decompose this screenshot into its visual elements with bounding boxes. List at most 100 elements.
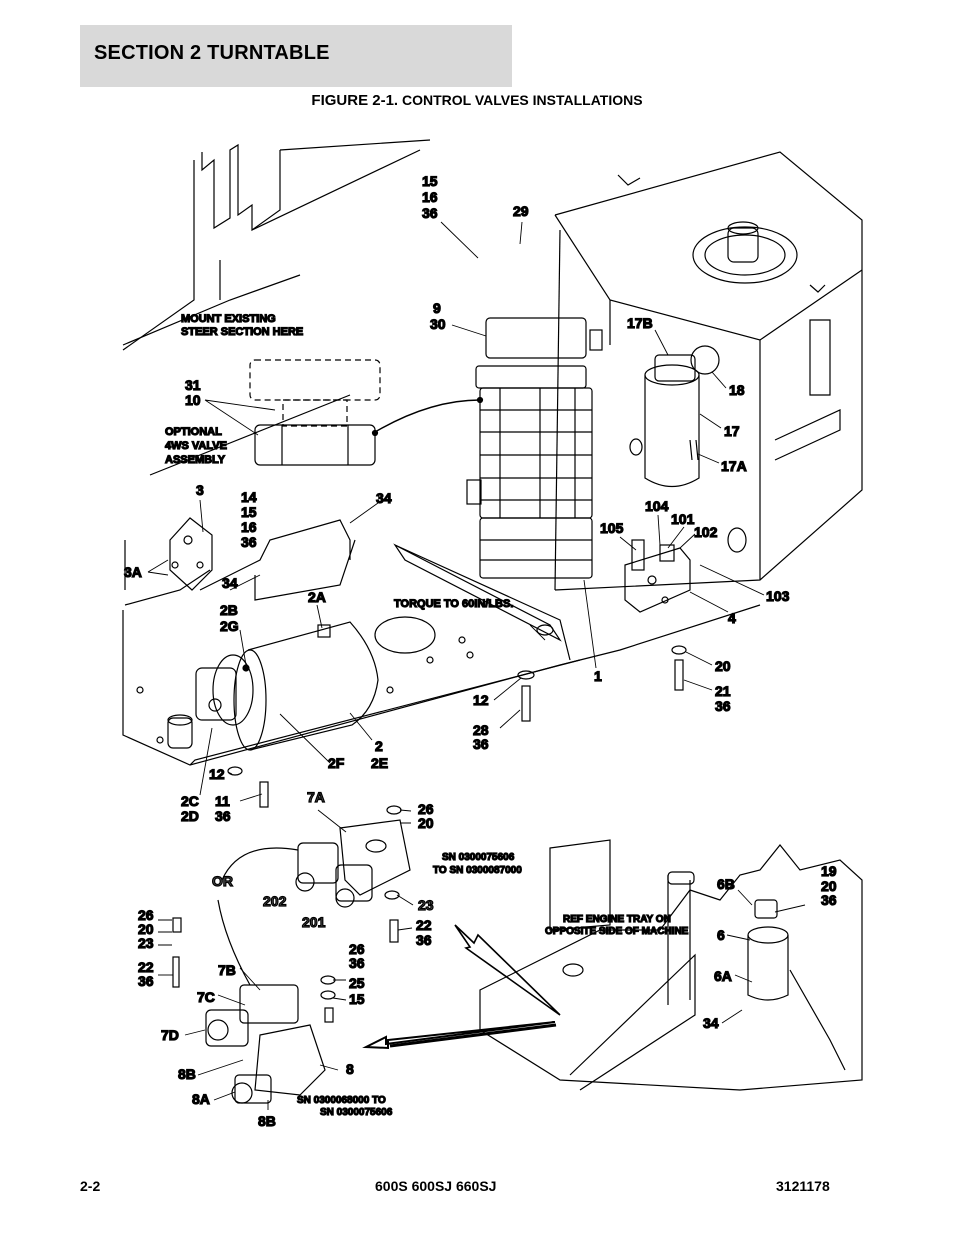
hardware: [227, 645, 687, 808]
callout-1: 1: [594, 668, 602, 684]
leader-lines: [147, 221, 806, 1110]
callout-8a: 8A: [192, 1091, 210, 1107]
callout-11: 11: [215, 793, 230, 809]
callout-16b: 16: [241, 519, 257, 535]
callout-29: 29: [513, 203, 529, 219]
callout-2b: 2B: [220, 602, 238, 618]
callout-2d: 2D: [181, 808, 199, 824]
callout-17b: 17B: [627, 315, 653, 331]
torque-note: TORQUE TO 60IN/LBS.: [394, 598, 513, 610]
callout-20: 20: [715, 658, 731, 674]
callout-15c: 15: [349, 991, 365, 1007]
callout-15b: 15: [241, 504, 257, 520]
callout-7d: 7D: [161, 1027, 179, 1043]
callout-12b: 12: [209, 766, 225, 782]
valve-stack: [466, 317, 603, 579]
callout-6b: 6B: [717, 876, 735, 892]
callout-4: 4: [728, 610, 736, 626]
callout-8b-top: 8B: [178, 1066, 196, 1082]
callout-12a: 12: [473, 692, 489, 708]
callout-20c: 20: [821, 878, 837, 894]
callout-36e: 36: [215, 808, 231, 824]
callout-2: 2: [375, 738, 383, 754]
callout-6a: 6A: [714, 968, 732, 984]
callout-23: 23: [418, 897, 434, 913]
callout-20b: 20: [418, 815, 434, 831]
optional-note-line1: OPTIONAL: [165, 426, 222, 438]
callout-7a: 7A: [307, 789, 325, 805]
optional-note-line2: 4WS VALVE: [165, 440, 227, 452]
callout-28: 28: [473, 722, 489, 738]
callout-23-left: 23: [138, 935, 154, 951]
callout-16: 16: [422, 189, 438, 205]
filter-17: [629, 345, 720, 488]
callout-101: 101: [671, 511, 695, 527]
optional-4ws-valve: [249, 359, 484, 466]
callout-2a: 2A: [308, 589, 326, 605]
callout-10: 10: [185, 392, 201, 408]
or-label: OR: [212, 873, 233, 889]
optional-note-line3: ASSEMBLY: [165, 454, 226, 466]
callout-21: 21: [715, 683, 731, 699]
callout-102: 102: [694, 524, 718, 540]
callout-22: 22: [416, 917, 432, 933]
callout-17: 17: [724, 423, 740, 439]
turntable-holes: [136, 616, 474, 749]
ref-note-line1: REF ENGINE TRAY ON: [563, 914, 671, 925]
callout-34-top: 34: [376, 490, 392, 506]
callout-2g: 2G: [220, 618, 239, 634]
callout-14: 14: [241, 489, 257, 505]
mount-note-line2: STEER SECTION HERE: [181, 326, 303, 338]
callout-34-left: 34: [222, 575, 238, 591]
callout-105: 105: [600, 520, 624, 536]
reference-arrows: [362, 924, 561, 1050]
callout-36f: 36: [416, 932, 432, 948]
callout-2f: 2F: [328, 755, 345, 771]
section-title: SECTION 2 TURNTABLE: [94, 42, 330, 64]
callout-25: 25: [349, 975, 365, 991]
callout-2e: 2E: [371, 755, 388, 771]
valve-7b-8: [172, 917, 336, 1104]
callout-7c: 7C: [197, 989, 215, 1005]
bracket-1: [393, 543, 562, 642]
callout-9: 9: [433, 300, 441, 316]
section-header-band: [80, 25, 512, 87]
callout-34-bottom: 34: [703, 1015, 719, 1031]
callout-17a: 17A: [721, 458, 747, 474]
footer-models: 600S 600SJ 660SJ: [375, 1178, 497, 1194]
callout-26-left: 26: [138, 907, 154, 923]
figure-caption: CONTROL VALVES INSTALLATIONS: [401, 92, 643, 108]
callout-36d: 36: [473, 736, 489, 752]
turntable-frame: [122, 139, 761, 766]
sn-note-b-line2: SN 0300075606: [320, 1107, 393, 1118]
callout-36: 36: [422, 205, 438, 221]
callout-2c: 2C: [181, 793, 199, 809]
callout-26c: 26: [349, 941, 365, 957]
callout-20-left: 20: [138, 921, 154, 937]
mount-note-line1: MOUNT EXISTING: [181, 313, 276, 325]
callout-6: 6: [717, 927, 725, 943]
callout-202: 202: [263, 893, 287, 909]
callout-31: 31: [185, 377, 201, 393]
callout-3: 3: [196, 482, 204, 498]
callout-18: 18: [729, 382, 745, 398]
callout-8b-bottom: 8B: [258, 1113, 276, 1129]
sn-note-a-line2: TO SN 0300087000: [433, 865, 522, 876]
callout-3a: 3A: [124, 564, 142, 580]
or-bracket: [217, 847, 299, 986]
ref-note-line2: OPPOSITE SIDE OF MACHINE: [545, 926, 689, 937]
callout-104: 104: [645, 498, 669, 514]
manifold-3: [169, 517, 213, 591]
footer-doc-number: 3121178: [776, 1178, 830, 1194]
callout-36h: 36: [821, 892, 837, 908]
sn-note-b-line1: SN 0300068000 TO: [297, 1095, 386, 1106]
pump-motor-2: [195, 621, 379, 751]
callout-103: 103: [766, 588, 790, 604]
callout-36b: 36: [241, 534, 257, 550]
callout-8: 8: [346, 1061, 354, 1077]
valve-7a: [295, 805, 411, 943]
sn-note-a-line1: SN 0300075606: [442, 852, 515, 863]
figure-number: FIGURE 2-1.: [311, 92, 399, 109]
callout-19: 19: [821, 863, 837, 879]
